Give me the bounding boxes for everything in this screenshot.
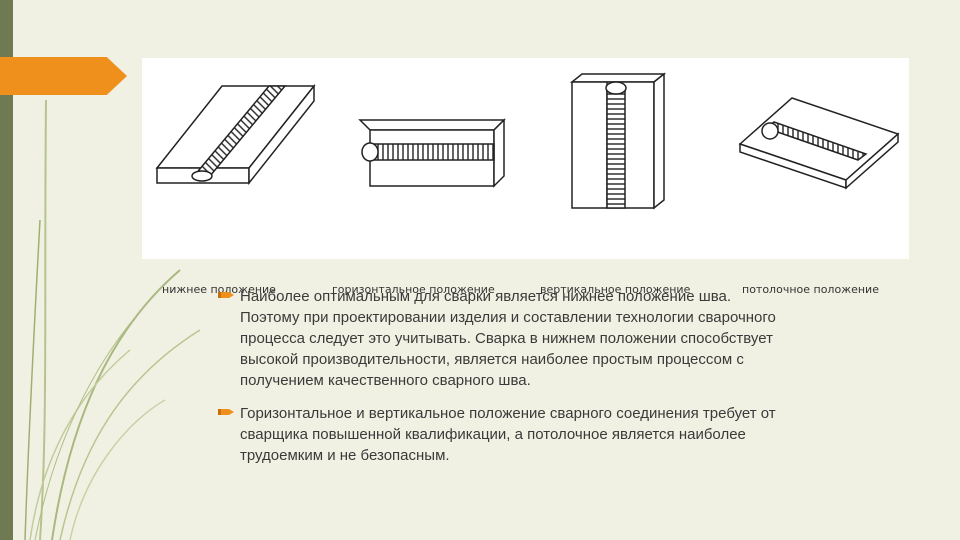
overhead-position-drawing	[738, 97, 900, 190]
weld-positions-figure: нижнее положение горизонтальное положени…	[142, 58, 909, 296]
bullet-text: Наиболее оптимальным для сварки является…	[240, 288, 776, 389]
bullet-item: Наиболее оптимальным для сварки является…	[218, 286, 908, 391]
caption-vertical: вертикальное положение	[540, 283, 691, 296]
horizontal-position-drawing	[358, 118, 506, 188]
flat-position-drawing	[155, 83, 316, 186]
bullet-list: Наиболее оптимальным для сварки является…	[218, 286, 908, 478]
accent-tab	[0, 57, 127, 95]
pencil-icon	[218, 292, 234, 298]
grass-decoration	[24, 99, 201, 540]
bullet-item: Горизонтальное и вертикальное положение …	[218, 403, 908, 466]
pencil-icon	[218, 409, 234, 415]
caption-overhead: потолочное положение	[742, 283, 879, 296]
caption-horizontal: горизонтальное положение	[332, 283, 495, 296]
left-decor-bar	[0, 0, 13, 540]
caption-flat: нижнее положение	[162, 283, 276, 296]
bullet-text: Горизонтальное и вертикальное положение …	[240, 405, 776, 464]
vertical-position-drawing	[569, 72, 667, 210]
